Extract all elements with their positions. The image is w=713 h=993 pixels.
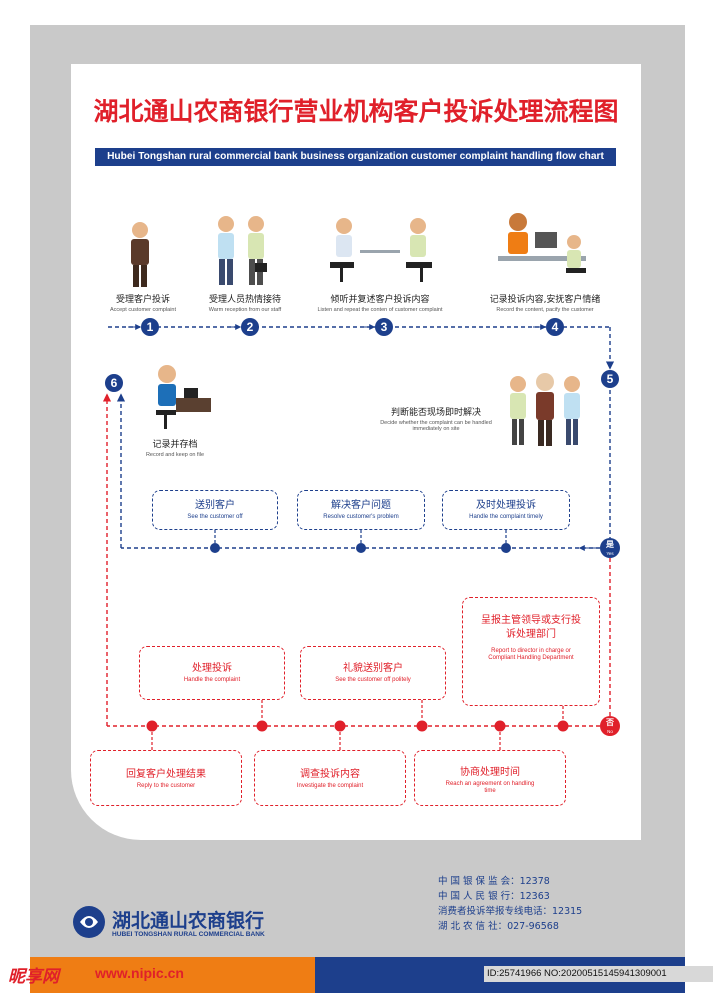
contact-line-3: 消费者投诉举报专线电话：12315 — [438, 906, 583, 917]
footer-orange-band — [30, 957, 315, 993]
no-node-5 — [256, 720, 268, 732]
bank-logo-icon — [73, 906, 105, 938]
no-node-3 — [416, 720, 428, 732]
step-number-1: 1 — [141, 318, 159, 336]
content-panel — [71, 64, 641, 840]
figure-step-2 — [218, 216, 267, 285]
figure-step-6 — [156, 365, 211, 429]
step-number-5: 5 — [601, 370, 619, 388]
contact-line-2: 中 国 人 民 银 行：12363 — [438, 891, 550, 902]
no-node-2 — [494, 720, 506, 732]
bank-name: 湖北通山农商银行 — [112, 910, 265, 932]
bank-name-english: HUBEI TONGSHAN RURAL COMMERCIAL BANK — [112, 931, 265, 938]
step-number-2: 2 — [241, 318, 259, 336]
yes-node-2 — [356, 543, 366, 553]
figure-step-5 — [510, 373, 580, 446]
step-number-6: 6 — [105, 374, 123, 392]
contact-line-4: 湖 北 农 信 社：027-96568 — [438, 921, 559, 932]
figure-step-4 — [498, 213, 586, 273]
no-node-6 — [146, 720, 158, 732]
step-number-4: 4 — [546, 318, 564, 336]
no-box-report: 呈报主管领导或支行投诉处理部门 Report to director in ch… — [462, 597, 600, 706]
page-title: 湖北通山农商银行营业机构客户投诉处理流程图 — [93, 97, 619, 126]
yes-node-1 — [210, 543, 220, 553]
contact-line-1: 中 国 银 保 监 会：12378 — [438, 876, 550, 887]
figure-step-1 — [131, 222, 149, 287]
watermark-site: 昵享网 — [8, 967, 59, 987]
watermark-id: ID:25741966 NO:20200515145941309001 — [484, 966, 713, 982]
no-node-4 — [334, 720, 346, 732]
no-box-agreement: 协商处理时间 Reach an agreement on handling ti… — [414, 750, 566, 806]
figure-step-3 — [330, 218, 432, 282]
page-subtitle: Hubei Tongshan rural commercial bank bus… — [95, 148, 616, 166]
watermark-url: www.nipic.cn — [95, 965, 184, 981]
step-number-3: 3 — [375, 318, 393, 336]
no-node-1 — [557, 720, 569, 732]
yes-node-3 — [501, 543, 511, 553]
